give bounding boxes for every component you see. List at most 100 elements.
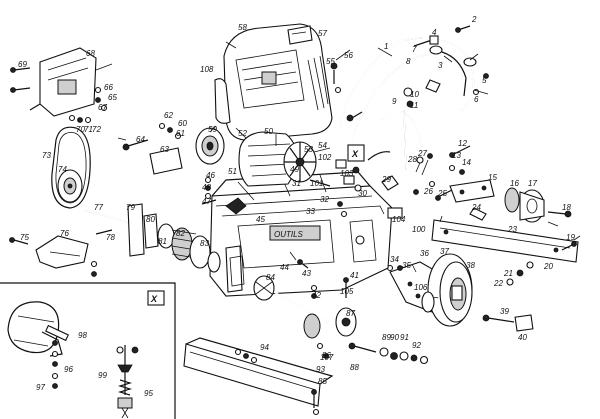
part-label-8: 8: [406, 57, 411, 66]
detail-marker-x: X: [351, 149, 359, 159]
part-label-82: 82: [176, 229, 185, 238]
part-label-108: 108: [200, 65, 214, 74]
axle-bolt-39: [482, 314, 534, 332]
part-label-103: 103: [340, 169, 354, 178]
part-label-29: 29: [381, 175, 391, 184]
center-detail-marker: X: [347, 144, 365, 162]
part-label-73: 73: [42, 151, 51, 160]
label-plate: [287, 25, 313, 45]
part-label-80: 80: [146, 215, 155, 224]
part-label-37: 37: [440, 247, 449, 256]
part-label-72: 72: [92, 125, 101, 134]
part-label-52: 52: [238, 129, 247, 138]
part-label-58: 58: [238, 23, 247, 32]
drive-belt: [51, 126, 91, 209]
part-label-44: 44: [280, 263, 289, 272]
part-label-107: 107: [320, 353, 334, 362]
part-label-31: 31: [292, 179, 301, 188]
belt-cover-68: [29, 47, 97, 117]
part-label-15: 15: [488, 173, 497, 182]
part-label-40: 40: [518, 333, 527, 342]
part-label-2: 2: [471, 15, 477, 24]
part-label-71: 71: [84, 125, 93, 134]
part-label-63: 63: [160, 145, 169, 154]
part-label-28: 28: [407, 155, 417, 164]
hardware-30-34: [337, 175, 419, 218]
motor-hood: [214, 23, 333, 141]
leader-lines: [95, 41, 581, 273]
part-label-20: 20: [543, 262, 553, 271]
part-label-94: 94: [260, 343, 269, 352]
part-label-36: 36: [420, 249, 429, 258]
screws-69-37: [10, 67, 108, 112]
bottom-scraper-bar: [183, 337, 334, 407]
part-label-65: 65: [108, 93, 117, 102]
part-label-50: 50: [264, 127, 273, 136]
hardware-46-48: [201, 176, 217, 205]
handle-hardware: [415, 73, 489, 176]
part-label-77: 77: [94, 203, 103, 212]
inset-detail-x: X: [0, 282, 176, 419]
tine-shaft: [253, 275, 377, 359]
part-label-25: 25: [437, 189, 447, 198]
part-label-11: 11: [410, 101, 418, 110]
part-label-23: 23: [507, 225, 517, 234]
pin-78: [95, 229, 113, 235]
part-label-91: 91: [400, 333, 409, 342]
part-label-102: 102: [318, 153, 332, 162]
part-label-21: 21: [503, 269, 513, 278]
part-label-105: 105: [340, 287, 354, 296]
part-label-96: 96: [64, 365, 73, 374]
part-label-86: 86: [322, 351, 331, 360]
part-label-56: 56: [344, 51, 353, 60]
part-label-7: 7: [412, 45, 417, 54]
part-label-17: 17: [528, 179, 537, 188]
part-label-90: 90: [390, 333, 399, 342]
part-label-78: 78: [106, 233, 115, 242]
plate-63: [122, 139, 183, 175]
part-label-68: 68: [86, 49, 95, 58]
part-label-47: 47: [202, 197, 211, 206]
part-label-84: 84: [266, 273, 275, 282]
part-label-51: 51: [228, 167, 237, 176]
part-label-38: 38: [466, 261, 475, 270]
part-label-12: 12: [458, 139, 467, 148]
part-label-33: 33: [306, 207, 315, 216]
part-label-62: 62: [164, 111, 173, 120]
part-label-70: 70: [76, 125, 85, 134]
part-label-4: 4: [432, 28, 437, 37]
part-label-5: 5: [482, 76, 487, 85]
part-label-10: 10: [410, 90, 419, 99]
part-label-54: 54: [318, 141, 327, 150]
inset-marker: X: [150, 294, 158, 304]
washers-70-72: [68, 114, 92, 124]
deck-housing-text: OUTILS: [274, 230, 304, 239]
part-label-100: 100: [412, 225, 426, 234]
part-label-61: 61: [176, 129, 185, 138]
part-label-57: 57: [318, 29, 327, 38]
part-label-32: 32: [320, 195, 329, 204]
part-label-101: 101: [310, 179, 323, 188]
rear-rail: [431, 219, 579, 263]
part-label-30: 30: [358, 189, 367, 198]
part-label-64: 64: [136, 135, 145, 144]
part-label-85: 85: [318, 377, 327, 386]
part-label-60: 60: [178, 119, 187, 128]
part-label-39: 39: [500, 307, 509, 316]
hardware-41-43: [297, 259, 349, 299]
part-label-43: 43: [302, 269, 311, 278]
part-label-76: 76: [60, 229, 69, 238]
washers-88-92: [379, 347, 429, 365]
part-label-93: 93: [316, 365, 325, 374]
rotor-end-assembly: [127, 203, 245, 293]
hood-screws: [330, 62, 363, 122]
pulley-group: [158, 122, 182, 140]
part-label-69: 69: [18, 60, 27, 69]
part-label-55: 55: [326, 57, 335, 66]
part-label-106: 106: [414, 283, 428, 292]
part-label-104: 104: [392, 215, 406, 224]
rear-roller-bracket: [428, 179, 572, 223]
